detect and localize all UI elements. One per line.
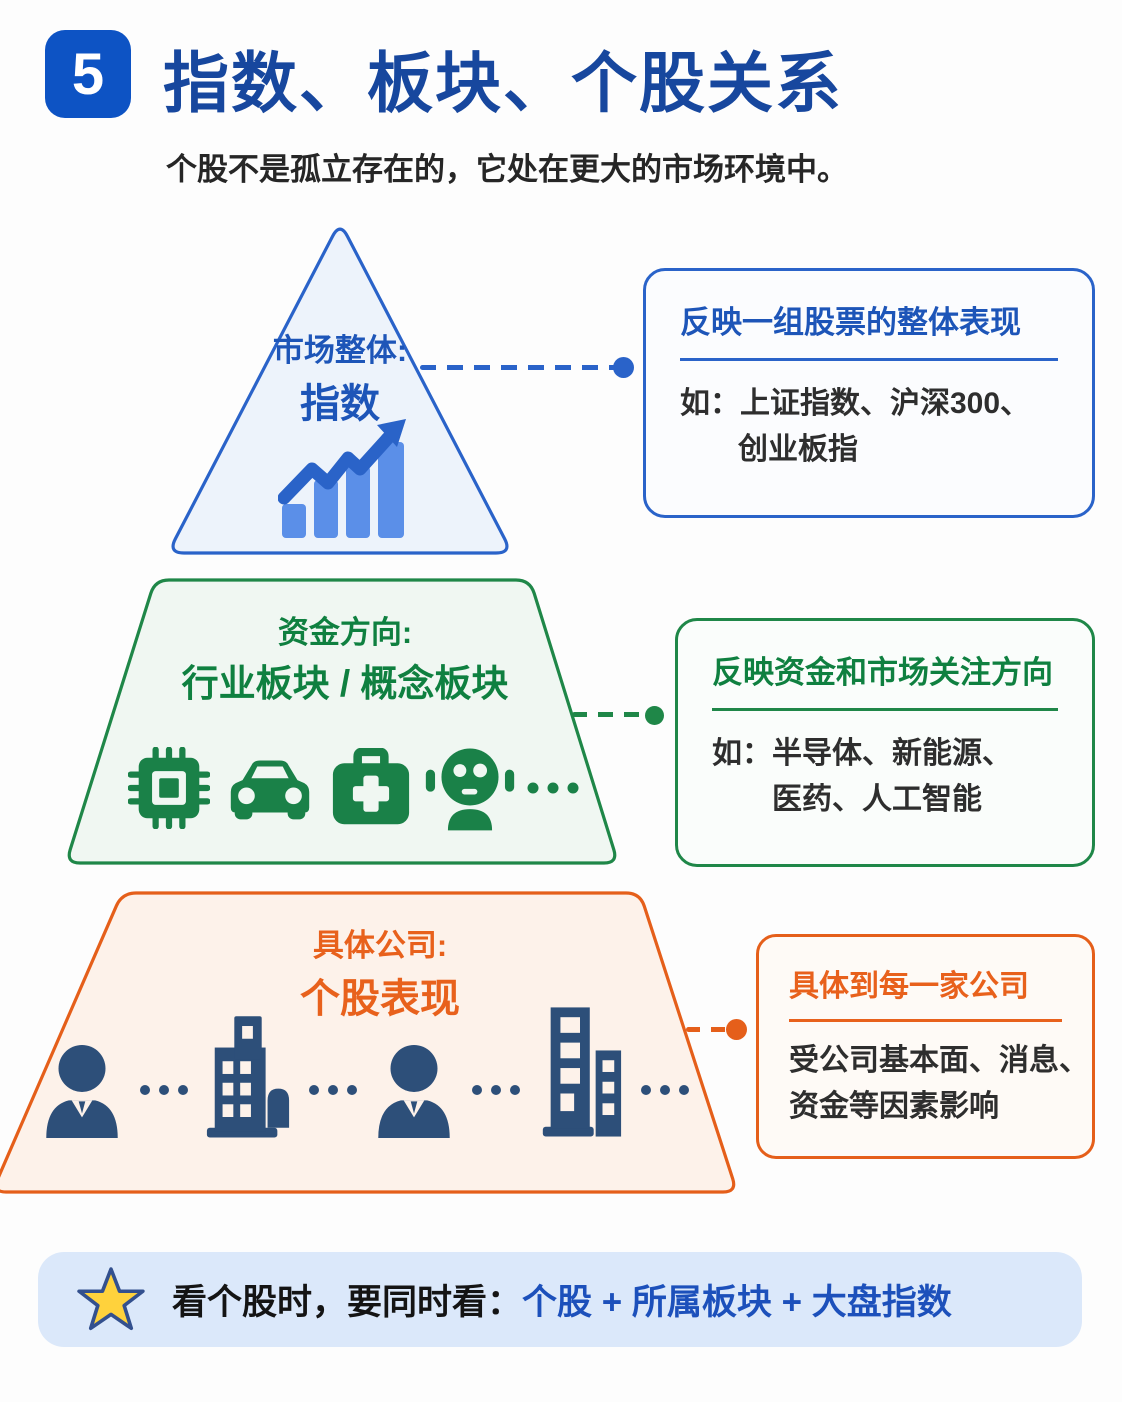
callout-sector: 反映资金和市场关注方向 如：半导体、新能源、 医药、人工智能 (675, 618, 1095, 867)
connector-line-stock (686, 1027, 728, 1032)
level3-label-main: 个股表现 (300, 976, 460, 1021)
level3-label-prefix: 具体公司: (312, 928, 448, 963)
person-icon (46, 1044, 118, 1138)
ellipsis-icon (640, 1085, 689, 1095)
pyramid-level1-triangle (171, 227, 509, 555)
ellipsis-icon (471, 1085, 520, 1095)
callout-index-divider (680, 358, 1058, 361)
level1-label-prefix: 市场整体: (272, 333, 408, 368)
page-title: 指数、板块、个股关系 (163, 46, 843, 120)
level2-label-prefix: 资金方向: (277, 615, 413, 650)
connector-dot-stock (726, 1019, 747, 1040)
rising-chart-icon (278, 419, 406, 538)
callout-index-line2: 创业板指 (738, 433, 858, 466)
person-icon (378, 1044, 450, 1138)
summary-banner: 看个股时，要同时看：个股 + 所属板块 + 大盘指数 (38, 1252, 1082, 1347)
callout-index-title: 反映一组股票的整体表现 (680, 305, 1021, 340)
callout-stock-line2: 资金等因素影响 (789, 1090, 999, 1123)
level1-label-main: 指数 (300, 381, 380, 426)
callout-sector-divider (712, 708, 1058, 711)
star-icon (77, 1266, 145, 1330)
building-icon (543, 1007, 622, 1137)
ellipsis-icon (139, 1085, 188, 1095)
ellipsis-icon (527, 782, 579, 794)
pyramid-level3-trapezoid (0, 891, 736, 1194)
connector-dot-index (613, 357, 634, 378)
summary-text-highlight: 个股 + 所属板块 + 大盘指数 (522, 1283, 952, 1322)
callout-stock: 具体到每一家公司 受公司基本面、消息、 资金等因素影响 (756, 934, 1095, 1159)
callout-stock-title: 具体到每一家公司 (789, 970, 1029, 1003)
level3-label: 具体公司: 个股表现 (150, 927, 610, 1024)
callout-sector-title: 反映资金和市场关注方向 (712, 655, 1053, 690)
level2-label: 资金方向: 行业板块 / 概念板块 (115, 614, 575, 707)
sector-icons-row (128, 742, 580, 834)
medkit-icon (332, 748, 410, 825)
callout-index-line1: 如：上证指数、沪深300、 (680, 386, 1031, 420)
section-number-badge: 5 (45, 30, 131, 118)
callout-index: 反映一组股票的整体表现 如：上证指数、沪深300、 创业板指 (643, 268, 1095, 518)
callout-sector-line1: 如：半导体、新能源、 (712, 736, 1012, 770)
summary-text: 看个股时，要同时看：个股 + 所属板块 + 大盘指数 (172, 1274, 952, 1325)
connector-line-sector (572, 712, 644, 717)
callout-stock-divider (789, 1019, 1062, 1022)
connector-dot-sector (645, 706, 664, 725)
robot-icon (425, 748, 514, 831)
level2-label-main: 行业板块 / 概念板块 (181, 662, 509, 704)
callout-sector-line2: 医药、人工智能 (772, 783, 982, 816)
building-icon (207, 1016, 290, 1138)
stock-icons-row (40, 1002, 690, 1138)
page-subtitle: 个股不是孤立存在的，它处在更大的市场环境中。 (166, 152, 848, 187)
connector-line-index (420, 365, 616, 370)
car-icon (230, 760, 309, 820)
summary-text-prefix: 看个股时，要同时看： (172, 1283, 523, 1322)
level1-label: 市场整体: 指数 (190, 332, 490, 429)
ellipsis-icon (308, 1085, 357, 1095)
callout-stock-line1: 受公司基本面、消息、 (789, 1043, 1089, 1077)
chip-icon (128, 747, 210, 829)
